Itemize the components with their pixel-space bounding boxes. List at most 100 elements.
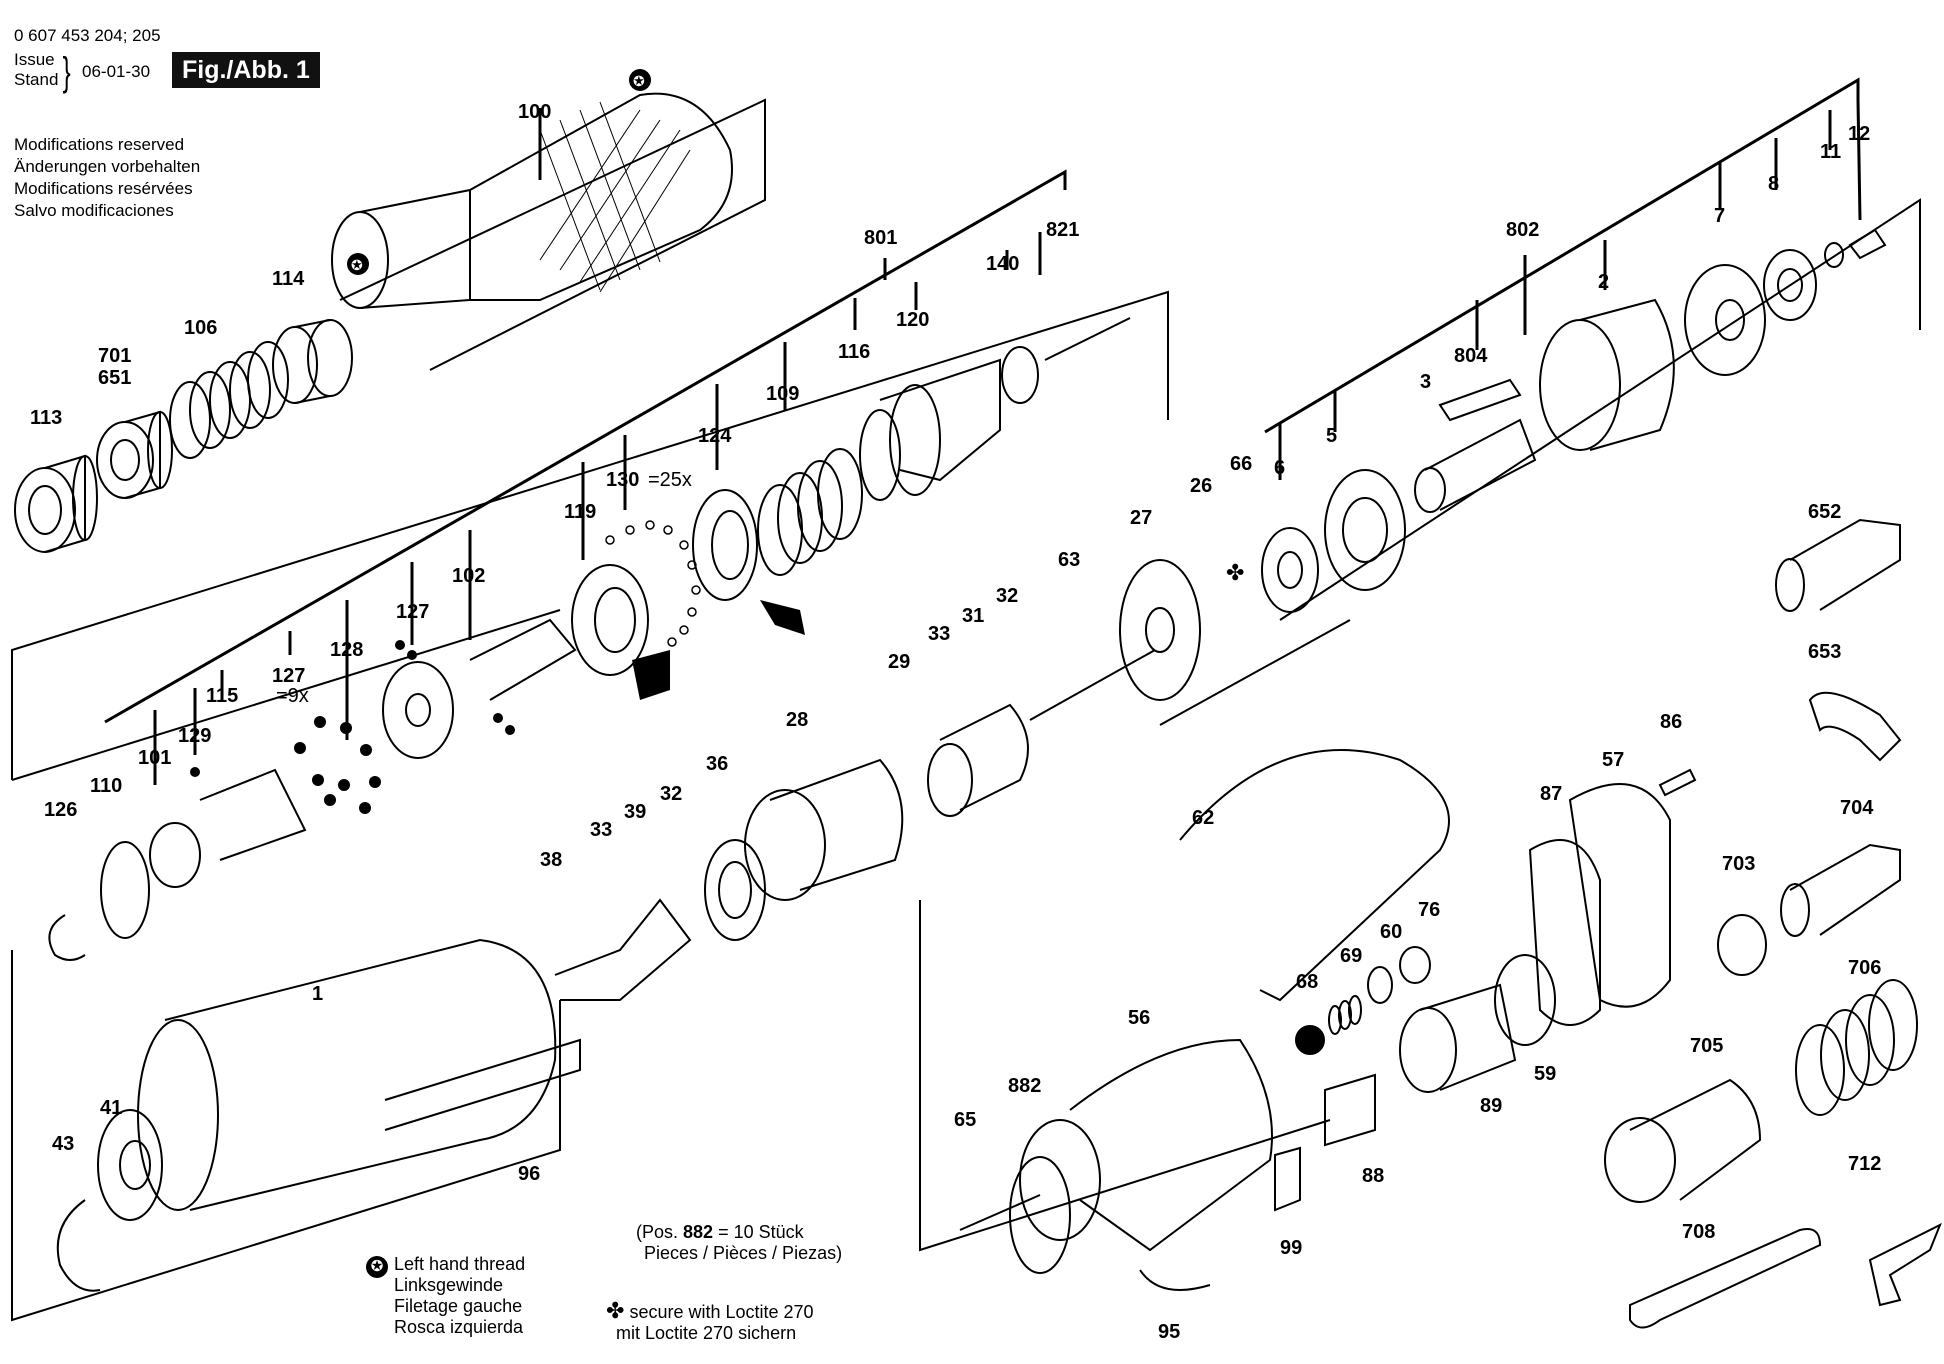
label-39: 39 [624,801,646,823]
part-114-bushing [272,319,353,404]
part-100-sleeve [331,92,733,309]
label-27: 27 [1130,507,1152,529]
issue-date: 06-01-30 [82,62,151,81]
label-32a: 32 [996,585,1018,607]
part-124-ring [692,489,758,601]
label-140: 140 [986,253,1019,275]
label-89: 89 [1480,1095,1502,1117]
label-124: 124 [698,425,732,447]
frame-row2 [11,290,1169,780]
part-127-balls [190,640,515,777]
left-hand-thread-marker-icon: ✪ [347,253,369,275]
part-140-oring [1001,346,1039,404]
label-116: 116 [838,341,870,363]
lh-legend-fr: Filetage gauche [394,1296,523,1316]
part-12-screw [1848,228,1887,260]
part-56-housing [1019,1038,1273,1252]
label-113: 113 [30,407,62,429]
label-68: 68 [1296,971,1318,993]
label-801: 801 [864,227,897,249]
label-32b: 32 [660,783,682,805]
modifications-line-fr: Modifications resérvées [14,179,193,198]
part-60-screen [1367,966,1393,1004]
label-2: 2 [1598,271,1609,293]
frame-row1 [339,98,766,371]
loctite-legend-de: mit Loctite 270 sichern [616,1323,797,1343]
part-102-valve [382,618,577,759]
lh-legend-de: Linksgewinde [394,1275,504,1295]
part-76-plug [1399,946,1431,984]
part-1-motor-housing [137,938,557,1211]
label-128: 128 [330,639,363,661]
frame-row3 [11,950,561,1322]
label-38: 38 [540,849,562,871]
part-96-cover [384,1038,581,1131]
label-120: 120 [896,309,929,331]
figure-badge: Fig./Abb. 1 [172,52,320,88]
part-712-hex-key [1868,1222,1942,1307]
part-6-bearing [1261,527,1319,613]
label-114: 114 [272,268,305,290]
label-6: 6 [1274,457,1285,479]
left-hand-thread-marker-icon: ✪ [629,69,651,91]
label-33a: 33 [928,623,950,645]
part-5-cylinder-plate [1324,469,1406,591]
part-706-spring [1795,979,1918,1116]
part-109-spring [757,448,863,576]
label-87: 87 [1540,783,1562,805]
label-652: 652 [1808,501,1841,523]
part-66-rod [1159,619,1351,726]
part-27-plate [1119,559,1201,701]
label-63: 63 [1058,549,1080,571]
lh-legend-es: Rosca izquierda [394,1317,524,1337]
loctite-legend-line1: ✤ secure with Loctite 270 [606,1300,814,1323]
label-127-qty: =9x [276,685,309,707]
label-130: 130 [606,469,639,491]
frame-right-top [1279,198,1921,621]
label-129: 129 [178,725,211,747]
label-101: 101 [138,747,171,769]
part-69-spring [1328,995,1362,1035]
part-3-rotor [1414,418,1537,513]
part-2-cylinder [1539,298,1675,451]
label-29: 29 [888,651,910,673]
part-99-label [1274,1146,1301,1212]
stand-label: Stand [14,70,59,89]
part-126-clip [48,914,86,961]
part-106-spring [169,341,289,459]
label-43: 43 [52,1133,74,1155]
label-704: 704 [1840,797,1874,819]
label-7: 7 [1714,205,1725,227]
part-124-block-icon [760,600,805,635]
label-701: 701 [98,345,131,367]
label-88: 88 [1362,1165,1384,1187]
label-36: 36 [706,753,728,775]
part-653-guard [1808,691,1902,762]
part-804-vane [1438,378,1522,422]
part-705-hose-nipple [1604,1078,1762,1203]
loctite-legend-en: secure with Loctite 270 [629,1302,814,1322]
pos-note-suffix: = 10 Stück [713,1222,804,1242]
part-28-ring-gear [744,758,904,901]
part-59-ring [1494,954,1556,1046]
part-130-block-icon [632,650,670,700]
part-38-spindle [554,898,692,1001]
label-3: 3 [1420,371,1431,393]
issue-stand-labels: Issue Stand [14,50,58,90]
label-69: 69 [1340,945,1362,967]
label-708: 708 [1682,1221,1715,1243]
left-hand-thread-icon: ✪ [366,1256,388,1278]
part-704-fitting [1780,843,1901,937]
pos-note-number: 882 [683,1222,714,1242]
part-821-pin [1044,317,1131,361]
label-57: 57 [1602,749,1624,771]
part-882-ring [1009,1156,1071,1274]
part-101-ratchet [149,768,307,888]
part-62-wire [1179,749,1450,1002]
modifications-line-en: Modifications reserved [14,135,185,154]
leader-lines [104,77,1862,785]
part-95-clip [1139,1269,1211,1291]
part-708-wrench [1629,1228,1822,1329]
position-quantity-note: (Pos. 882 = 10 Stück Pieces / Pièces / P… [636,1222,842,1264]
part-652-fitting [1775,518,1901,612]
